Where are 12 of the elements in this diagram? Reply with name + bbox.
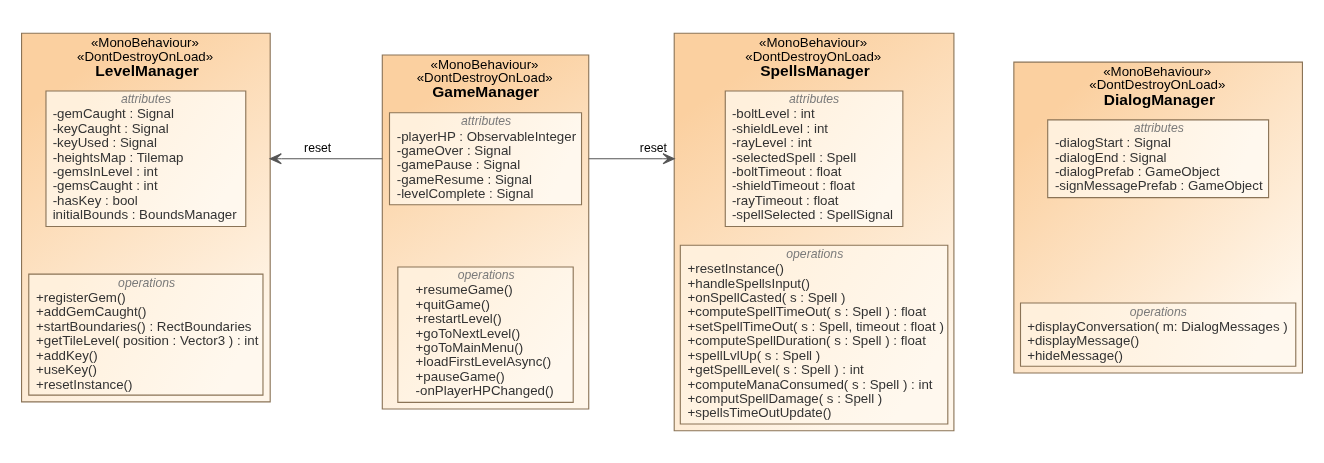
node-box: operations +resetInstance() +handleSpellsInput() +onSpellCasted( s : Spell ) +computeSpellTimeOut( s : Spell ) : float +setSpellTimeOut( s : Spell, timeout : float ) +computeSpellDuration( s : Spell ) : float +spellLvlUp( s : Spell ) +getSpellLevel( s : Spell ) : int +computeManaConsumed( s : Spell ) : int +computSpellDamage( s : Spell ) +spellsTimeOutUpdate() <box>679 244 949 425</box>
node-box: operations +registerGem() +addGemCaught() +startBoundaries() : RectBoundaries +getTileLevel( position : Vector3 ) : int +addKey() +useKey() +resetInstance() <box>28 273 264 396</box>
node-box: attributes -playerHP : ObservableInteger -gameOver : Signal -gamePause : Signal -gameResume : Signal -levelComplete : Signal <box>388 111 583 205</box>
node-box: attributes -gemCaught : Signal -keyCaught : Signal -keyUsed : Signal -heightsMap : Tilemap -gemsInLevel : int -gemsCaught : int -hasKey : bool initialBounds : BoundsManager <box>45 90 247 227</box>
node-box: attributes -dialogStart : Signal -dialogEnd : Signal -dialogPrefab : GameObject -signMessagePrefab : GameObject <box>1047 118 1270 198</box>
arrow <box>269 152 383 164</box>
arrow <box>588 152 675 164</box>
node-box: operations +displayConversation( m: DialogMessages ) +displayMessage() +hideMessage() <box>1019 302 1297 367</box>
edge-label: reset <box>639 140 667 155</box>
node-box: attributes -boltLevel : int -shieldLevel : int -rayLevel : int -selectedSpell : Spell -boltTimeout : float -shieldTimeout : float -rayTimeout : float -spellSelected : SpellSignal <box>724 90 904 227</box>
edge-label: reset <box>304 140 332 155</box>
node-box: operations +resumeGame() +quitGame() +restartLevel() +goToNextLevel() +goToMainMenu() +loadFirstLevelAsync() +pauseGame() -onPlayerHPChanged() <box>397 265 574 403</box>
